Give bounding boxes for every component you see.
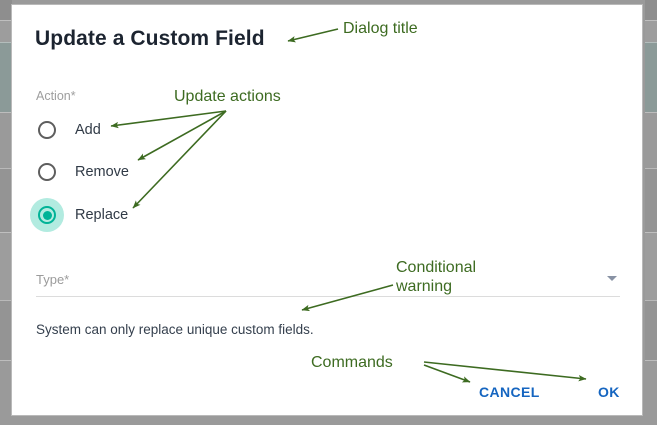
right-window-edge [645,0,657,425]
ok-button[interactable]: OK [598,384,620,400]
annotation-warning-line2: warning [396,278,453,295]
radio-label-replace: Replace [75,207,129,223]
conditional-warning-text: System can only replace unique custom fi… [36,322,314,337]
radio-option-add[interactable]: Add [30,113,101,147]
radio-option-remove[interactable]: Remove [30,155,129,189]
radio-replace-control[interactable] [30,198,64,232]
annotation-label-conditional-warning: Conditional warning [396,258,476,296]
type-select-underline [36,296,620,297]
radio-circle-icon [38,121,56,139]
radio-remove-control[interactable] [30,155,64,189]
annotation-label-commands: Commands [311,354,393,371]
radio-add-control[interactable] [30,113,64,147]
type-field-label: Type* [36,272,70,287]
radio-option-replace[interactable]: Replace [30,198,128,232]
update-custom-field-dialog: Update a Custom Field Action* Add Remove… [11,4,643,416]
type-select[interactable] [36,263,620,297]
annotation-warning-line1: Conditional [396,259,477,276]
cancel-button[interactable]: CANCEL [479,384,540,400]
action-field-label: Action* [36,89,76,103]
radio-label-remove: Remove [75,164,129,180]
page-title: Update a Custom Field [35,27,265,50]
annotation-label-update-actions: Update actions [174,88,281,105]
radio-dot-icon [42,210,52,220]
radio-label-add: Add [75,122,101,138]
radio-circle-icon [38,163,56,181]
annotation-label-dialog-title: Dialog title [343,20,418,37]
chevron-down-icon[interactable] [607,276,617,281]
radio-circle-selected-icon [38,206,56,224]
left-window-edge [0,0,12,425]
